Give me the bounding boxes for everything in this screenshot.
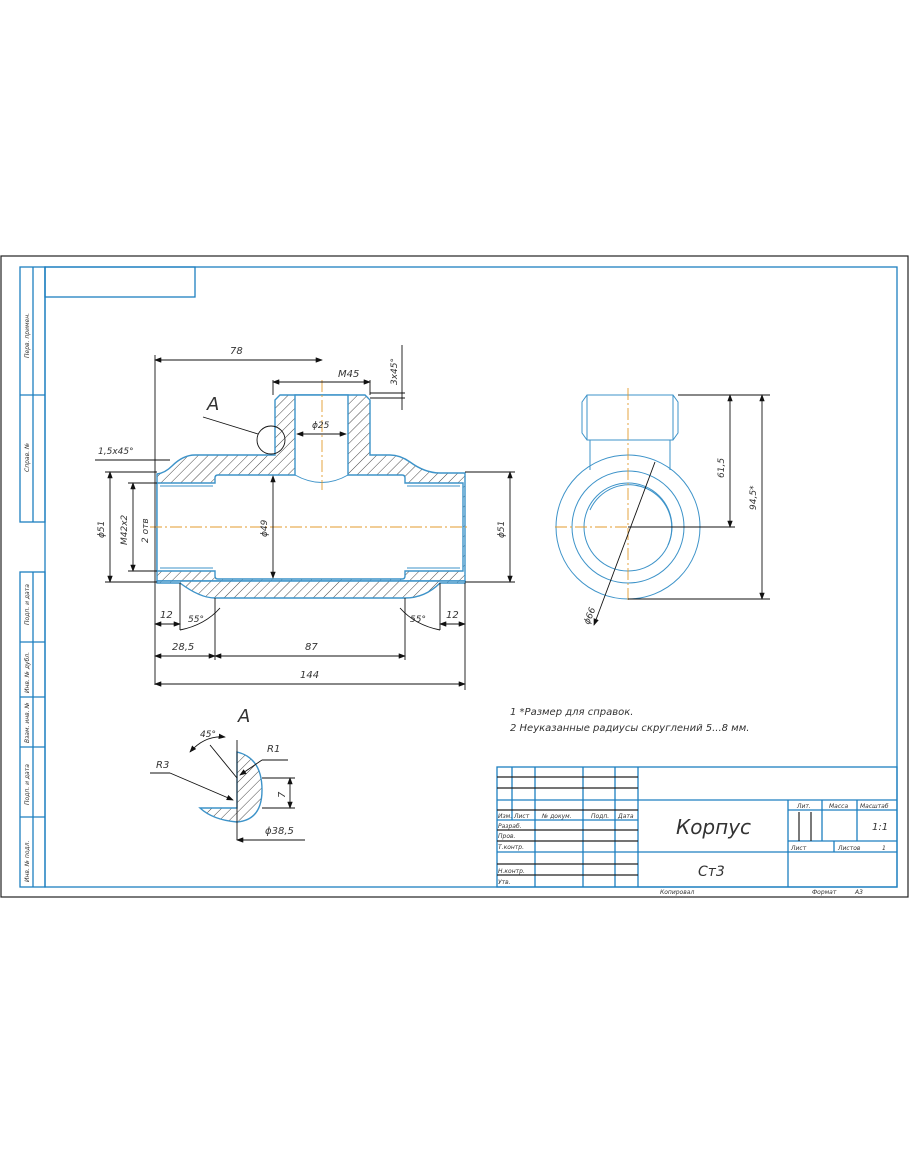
role-ncontrol: Н.контр. [498, 868, 525, 875]
dim-d51-right: ϕ51 [497, 521, 507, 538]
detail-a-view: A 45° R1 R3 7 ϕ38,5 [150, 706, 305, 843]
dim-94-5: 94,5* [749, 485, 759, 510]
format-label: Формат [812, 889, 837, 896]
dim-r1: R1 [267, 744, 280, 755]
scale-label: Масштаб [860, 803, 889, 810]
dim-87: 87 [305, 642, 318, 653]
strip-label: Инв. № подл. [24, 841, 31, 882]
strip-label: Взам. инв. № [24, 702, 31, 743]
strip-label: Справ. № [24, 443, 31, 472]
header-sign: Подп. [591, 813, 609, 820]
dim-angle-left: 55° [188, 615, 204, 625]
dim-78: 78 [230, 346, 243, 357]
dim-61-5: 61,5 [717, 458, 727, 478]
dim-7: 7 [277, 791, 288, 798]
scale-value: 1:1 [872, 822, 888, 833]
dim-12-left: 12 [160, 610, 173, 621]
strip-label: Подп. и дата [24, 764, 31, 805]
role-tcontrol: Т.контр. [498, 844, 524, 851]
left-strip: Перв. примен. Справ. № Подп. и дата Инв.… [19, 266, 46, 888]
dim-r3: R3 [156, 760, 169, 771]
format-value: A3 [854, 889, 863, 896]
dim-m45: M45 [338, 369, 359, 380]
main-section-view: A 78 M45 3x45° ϕ25 1,5x45° ϕ51 M42x2 2 о… [95, 345, 515, 690]
header-date: Дата [617, 813, 634, 820]
strip-label: Инв. № дубл. [24, 652, 31, 693]
part-material: Ст3 [698, 864, 725, 880]
role-approved: Утв. [498, 879, 511, 886]
dim-12-right: 12 [446, 610, 459, 621]
strip-label: Подп. и дата [24, 584, 31, 625]
note-2: 2 Неуказанные радиусы скруглений 5...8 м… [510, 723, 749, 734]
dim-d25: ϕ25 [312, 421, 330, 431]
header-izm: Изм. [498, 813, 512, 820]
dim-d66: ϕ66 [583, 606, 599, 626]
dim-144: 144 [300, 670, 319, 681]
mass-label: Масса [829, 803, 848, 810]
sheets-label: Листов [837, 845, 861, 852]
dim-m42: M42x2 [120, 514, 130, 545]
dim-3x45: 3x45° [390, 358, 400, 385]
dim-holes: 2 отв [141, 518, 151, 543]
dim-d49: ϕ49 [260, 519, 270, 537]
title-block: Изм. Лист № докум. Подп. Дата Разраб. Пр… [496, 766, 898, 896]
note-1: 1 *Размер для справок. [510, 707, 633, 718]
callout-label: A [206, 394, 219, 415]
dim-28-5: 28,5 [172, 642, 194, 653]
role-checker: Пров. [498, 833, 516, 840]
dim-45: 45° [200, 730, 216, 740]
technical-notes: 1 *Размер для справок. 2 Неуказанные рад… [510, 707, 749, 734]
sheet-label: Лист [790, 845, 807, 852]
header-list: Лист [513, 813, 530, 820]
strip-label: Перв. примен. [24, 313, 31, 358]
dim-d51-left: ϕ51 [97, 521, 107, 538]
copied-label: Копировал [660, 889, 694, 896]
dim-d38-5: ϕ38,5 [265, 826, 294, 837]
dim-chamfer: 1,5x45° [98, 447, 134, 457]
header-doc: № докум. [541, 813, 572, 820]
dim-angle-right: 55° [410, 615, 426, 625]
lit-label: Лит. [796, 803, 811, 810]
detail-label: A [237, 706, 250, 727]
side-view: 61,5 94,5* ϕ66 [555, 388, 770, 626]
part-name: Корпус [676, 815, 751, 839]
role-developer: Разраб. [498, 823, 522, 830]
sheets-value: 1 [882, 845, 886, 852]
